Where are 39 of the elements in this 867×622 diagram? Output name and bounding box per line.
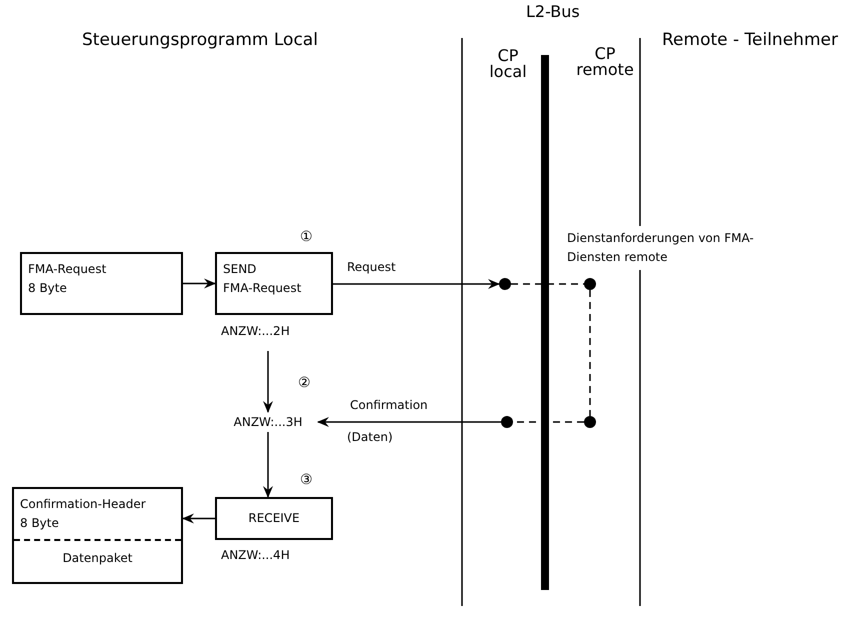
box-text: 8 Byte (19, 515, 60, 532)
edge-label: Request (345, 260, 398, 274)
label-text: ① (300, 229, 313, 246)
box-text: Confirmation-Header (19, 496, 147, 513)
junction-dot (499, 278, 511, 290)
junction-dot (501, 416, 513, 428)
status-text: ANZW:...2H (221, 324, 290, 338)
label-text: CP remote (575, 46, 635, 78)
arrow (333, 279, 500, 289)
label-text: ③ (300, 472, 313, 489)
label-text: CP local (488, 48, 528, 80)
label-text: Steuerungsprogramm Local (82, 30, 318, 50)
process-box (215, 252, 333, 315)
process-box (20, 252, 183, 315)
arrow (182, 514, 215, 524)
label-text: ② (298, 375, 311, 392)
arrow (183, 278, 216, 288)
junction-dot (584, 416, 596, 428)
connector-line (589, 290, 591, 416)
arrow (263, 351, 273, 413)
status-text: ANZW:...4H (221, 548, 290, 562)
label-text: (Daten) (347, 430, 393, 444)
process-box (12, 487, 183, 584)
edge-label: Confirmation (348, 398, 430, 412)
arrow (263, 432, 273, 498)
junction-dot (584, 278, 596, 290)
status-text: ANZW:...3H (218, 412, 318, 432)
label-text: Dienstanforderungen von FMA-Diensten remote (567, 230, 755, 266)
box-text: FMA-Request (27, 261, 108, 278)
process-box (215, 497, 333, 540)
box-text: 8 Byte (27, 280, 68, 297)
label-text: Remote - Teilnehmer (662, 30, 838, 50)
box-text: FMA-Request (222, 280, 302, 297)
box-text: RECEIVE (247, 510, 301, 527)
connector-line (511, 283, 584, 285)
label-text: L2-Bus (526, 2, 580, 22)
box-text: Datenpaket (62, 550, 134, 567)
box-text: SEND (222, 261, 258, 278)
arrow (317, 417, 501, 427)
